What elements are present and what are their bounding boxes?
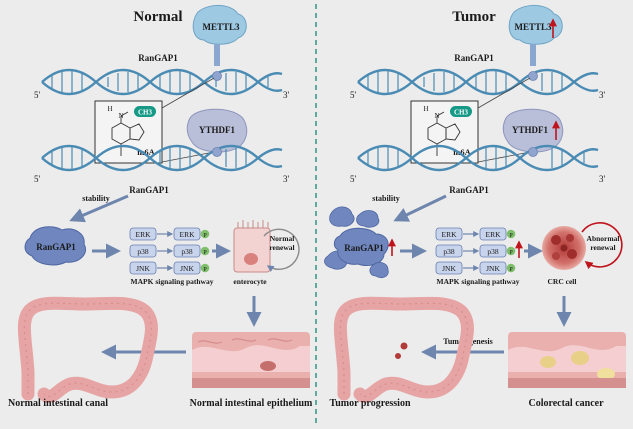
tumor-renewal-line2: renewal [590, 243, 615, 252]
tumor-intestinal-canal [333, 296, 474, 403]
tumor-ythdf1-label: YTHDF1 [512, 125, 549, 135]
tumor-progression-label: Tumor progression [329, 398, 410, 409]
tumor-mrna-label: RanGAP1 [449, 185, 489, 195]
normal-mrna-label: RanGAP1 [129, 185, 169, 195]
tumor-p-p38: P [509, 250, 513, 256]
normal-m6a-structure: CH3 N H m6A [94, 100, 163, 164]
mettl3-writer-blob [192, 5, 247, 45]
normal-rangap1-protein [24, 226, 86, 266]
normal-erk-label: ERK [136, 230, 152, 239]
normal-h-label: H [107, 105, 112, 113]
normal-m6a-label: m6A [137, 147, 155, 157]
tumor-spot [395, 353, 401, 359]
tumor-p-erk: P [509, 233, 513, 239]
normal-pjnk-label: JNK [180, 264, 194, 273]
tumor-mapk-pathway: ERK p38 JNK ERK p38 JNK P P P MAPK signa… [435, 227, 523, 286]
normal-dna-upper-5: 5' [34, 90, 41, 100]
normal-stability-arrow [69, 194, 129, 223]
tumor-cancer-tissue [508, 332, 626, 388]
tumor-title: Tumor [452, 9, 496, 25]
tumor-rangap1-protein-cluster [324, 206, 389, 278]
normal-dna-lower-3: 3' [283, 174, 290, 184]
tumor-p-jnk: P [509, 267, 513, 273]
tumor-pjnk-label: JNK [486, 264, 500, 273]
normal-cell-label: enterocyte [233, 277, 267, 286]
normal-enterocyte [233, 220, 300, 273]
normal-intestinal-canal [17, 296, 158, 403]
tumor-mapk-label: MAPK signaling pathway [437, 277, 520, 286]
tumor-n-label: N [434, 112, 439, 120]
normal-mapk-label: MAPK signaling pathway [131, 277, 214, 286]
tumor-h-label: H [423, 105, 428, 113]
normal-p-p38: P [203, 250, 207, 256]
normal-protein-label: RanGAP1 [36, 242, 76, 252]
normal-stability-label: stability [82, 194, 110, 203]
normal-jnk-label: JNK [136, 264, 150, 273]
tumor-crc-cell [542, 222, 623, 270]
normal-dna-lower-5: 5' [34, 174, 41, 184]
tumor-mettl3-label: METTL3 [514, 22, 552, 32]
tumor-dna-upper-5: 5' [350, 90, 357, 100]
normal-p38-label: p38 [137, 247, 149, 256]
normal-title: Normal [133, 9, 182, 25]
normal-n-label: N [118, 112, 123, 120]
normal-dna-upper-3: 3' [283, 90, 290, 100]
normal-m6a-site-upper [212, 71, 222, 81]
tumor-spot [400, 342, 408, 350]
normal-p-jnk: P [203, 267, 207, 273]
normal-renewal-line2: renewal [269, 243, 294, 252]
tumor-p38-label: p38 [443, 247, 455, 256]
normal-renewal-line1: Normal [270, 234, 295, 243]
tumor-cell-label: CRC cell [548, 277, 577, 286]
normal-panel: Normal METTL3 RanGAP1 5' 3' [8, 5, 313, 409]
tumor-mettl3-writer-blob [508, 5, 563, 45]
normal-ythdf1-label: YTHDF1 [199, 125, 236, 135]
tumor-pp38-label: p38 [487, 247, 499, 256]
normal-p-erk: P [203, 233, 207, 239]
normal-perk-label: ERK [180, 230, 196, 239]
tumor-stability-label: stability [372, 194, 400, 203]
tumor-dna-upper-3: 3' [599, 90, 606, 100]
tumor-jnk-label: JNK [442, 264, 456, 273]
mettl3-stalk [214, 44, 220, 66]
normal-pp38-label: p38 [181, 247, 193, 256]
normal-methyl-label: CH3 [138, 109, 153, 117]
tumor-dna-lower-3: 3' [599, 174, 606, 184]
tumor-dna-upper [357, 68, 599, 96]
tumor-m6a-label: m6A [453, 147, 471, 157]
normal-mettl3-label: METTL3 [202, 22, 240, 32]
tumor-renewal-line1: Abnormal [587, 234, 620, 243]
normal-gene-label: RanGAP1 [138, 53, 178, 63]
tumor-m6a-structure: CH3 N H m6A [410, 100, 479, 164]
normal-ythdf1-reader [186, 108, 248, 153]
tumor-perk-label: ERK [486, 230, 502, 239]
tumor-panel: Tumor METTL3 RanGAP1 5' 3' [324, 5, 626, 409]
normal-dna-lower [41, 144, 283, 172]
normal-epithelium-label: Normal intestinal epithelium [190, 398, 313, 409]
tumor-gene-label: RanGAP1 [454, 53, 494, 63]
tumor-methyl-label: CH3 [454, 109, 469, 117]
tumor-dna-lower [357, 144, 599, 172]
normal-canal-label: Normal intestinal canal [8, 398, 108, 409]
normal-m6a-site-lower [212, 147, 222, 157]
tumor-cancer-label: Colorectal cancer [528, 398, 604, 409]
normal-epithelium-tissue [192, 332, 310, 388]
tumor-protein-label: RanGAP1 [344, 243, 384, 253]
tumor-erk-label: ERK [442, 230, 458, 239]
tumor-ythdf1-reader [502, 108, 564, 153]
normal-dna-upper [41, 68, 283, 96]
tumor-dna-lower-5: 5' [350, 174, 357, 184]
normal-mapk-pathway: ERK p38 JNK ERK p38 JNK P P P MAPK signa… [129, 227, 214, 286]
